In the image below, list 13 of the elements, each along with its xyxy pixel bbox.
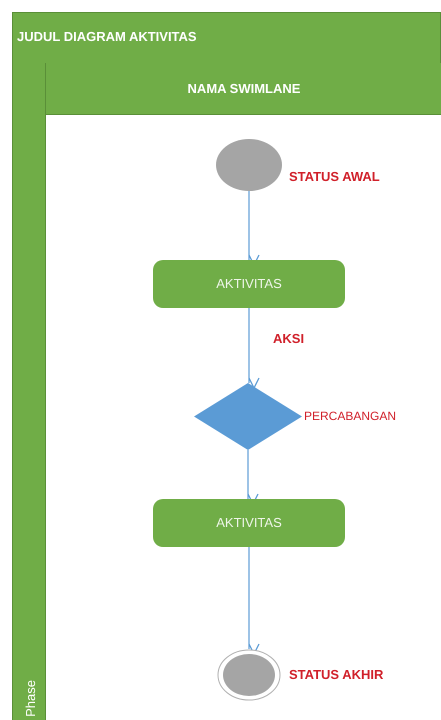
activity-box: AKTIVITAS xyxy=(153,499,345,547)
state-label: STATUS AWAL xyxy=(289,168,380,186)
activity-box: AKTIVITAS xyxy=(153,260,345,308)
phase-band xyxy=(13,63,46,720)
flow-arrow xyxy=(248,308,260,389)
initial-state xyxy=(216,139,282,191)
pool-title: JUDUL DIAGRAM AKTIVITAS xyxy=(17,28,197,46)
phase-label: Phase xyxy=(22,680,39,717)
decision-diamond xyxy=(194,383,302,450)
lane-header: NAMA SWIMLANE xyxy=(46,63,441,115)
final-state xyxy=(217,649,281,701)
state-label: STATUS AKHIR xyxy=(289,666,384,684)
state-label: PERCABANGAN xyxy=(304,408,396,425)
